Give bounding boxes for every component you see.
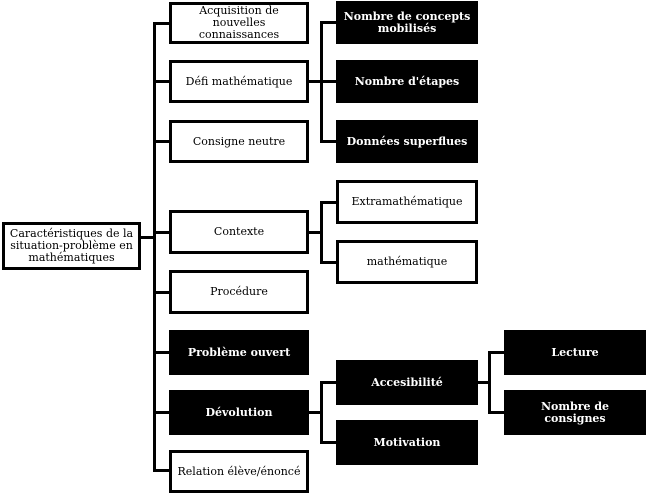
node-acquisition: Acquisition de nouvelles connaissances: [169, 2, 309, 44]
node-nombre-etapes: Nombre d'étapes: [336, 60, 478, 103]
node-mathematique: mathématique: [336, 240, 478, 284]
connector-line: [320, 381, 337, 384]
connector-line: [308, 411, 322, 414]
connector-line: [153, 80, 170, 83]
node-donnees-superflues: Données superflues: [336, 120, 478, 163]
connector-line: [320, 140, 337, 143]
connector-line: [488, 351, 505, 354]
node-lecture: Lecture: [504, 330, 646, 375]
connector-line: [320, 381, 323, 444]
connector-line: [153, 351, 170, 354]
node-probleme-ouvert: Problème ouvert: [169, 330, 309, 375]
node-extramathematique: Extramathématique: [336, 180, 478, 224]
connector-line: [476, 381, 490, 384]
connector-line: [308, 80, 322, 83]
connector-line: [153, 469, 170, 472]
node-defi-mathematique: Défi mathématique: [169, 60, 309, 103]
connector-line: [320, 441, 337, 444]
connector-line: [153, 140, 170, 143]
node-relation-eleve-enonce: Relation élève/énoncé: [169, 450, 309, 493]
connector-line: [488, 411, 505, 414]
connector-line: [320, 80, 337, 83]
node-devolution: Dévolution: [169, 390, 309, 435]
connector-line: [320, 201, 323, 264]
node-contexte: Contexte: [169, 210, 309, 254]
connector-line: [488, 351, 491, 414]
node-consigne-neutre: Consigne neutre: [169, 120, 309, 163]
connector-line: [153, 231, 170, 234]
node-nombre-concepts: Nombre de concepts mobilisés: [336, 1, 478, 44]
connector-line: [308, 231, 322, 234]
connector-line: [320, 21, 337, 24]
node-motivation: Motivation: [336, 420, 478, 465]
connector-line: [153, 22, 156, 471]
connector-line: [140, 236, 154, 239]
root-node: Caractéristiques de la situation-problèm…: [2, 222, 141, 270]
connector-line: [153, 22, 170, 25]
connector-line: [320, 201, 337, 204]
connector-line: [153, 291, 170, 294]
connector-line: [153, 411, 170, 414]
node-accessibilite: Accesibilité: [336, 360, 478, 405]
node-procedure: Procédure: [169, 270, 309, 314]
connector-line: [320, 261, 337, 264]
node-nombre-consignes: Nombre de consignes: [504, 390, 646, 435]
